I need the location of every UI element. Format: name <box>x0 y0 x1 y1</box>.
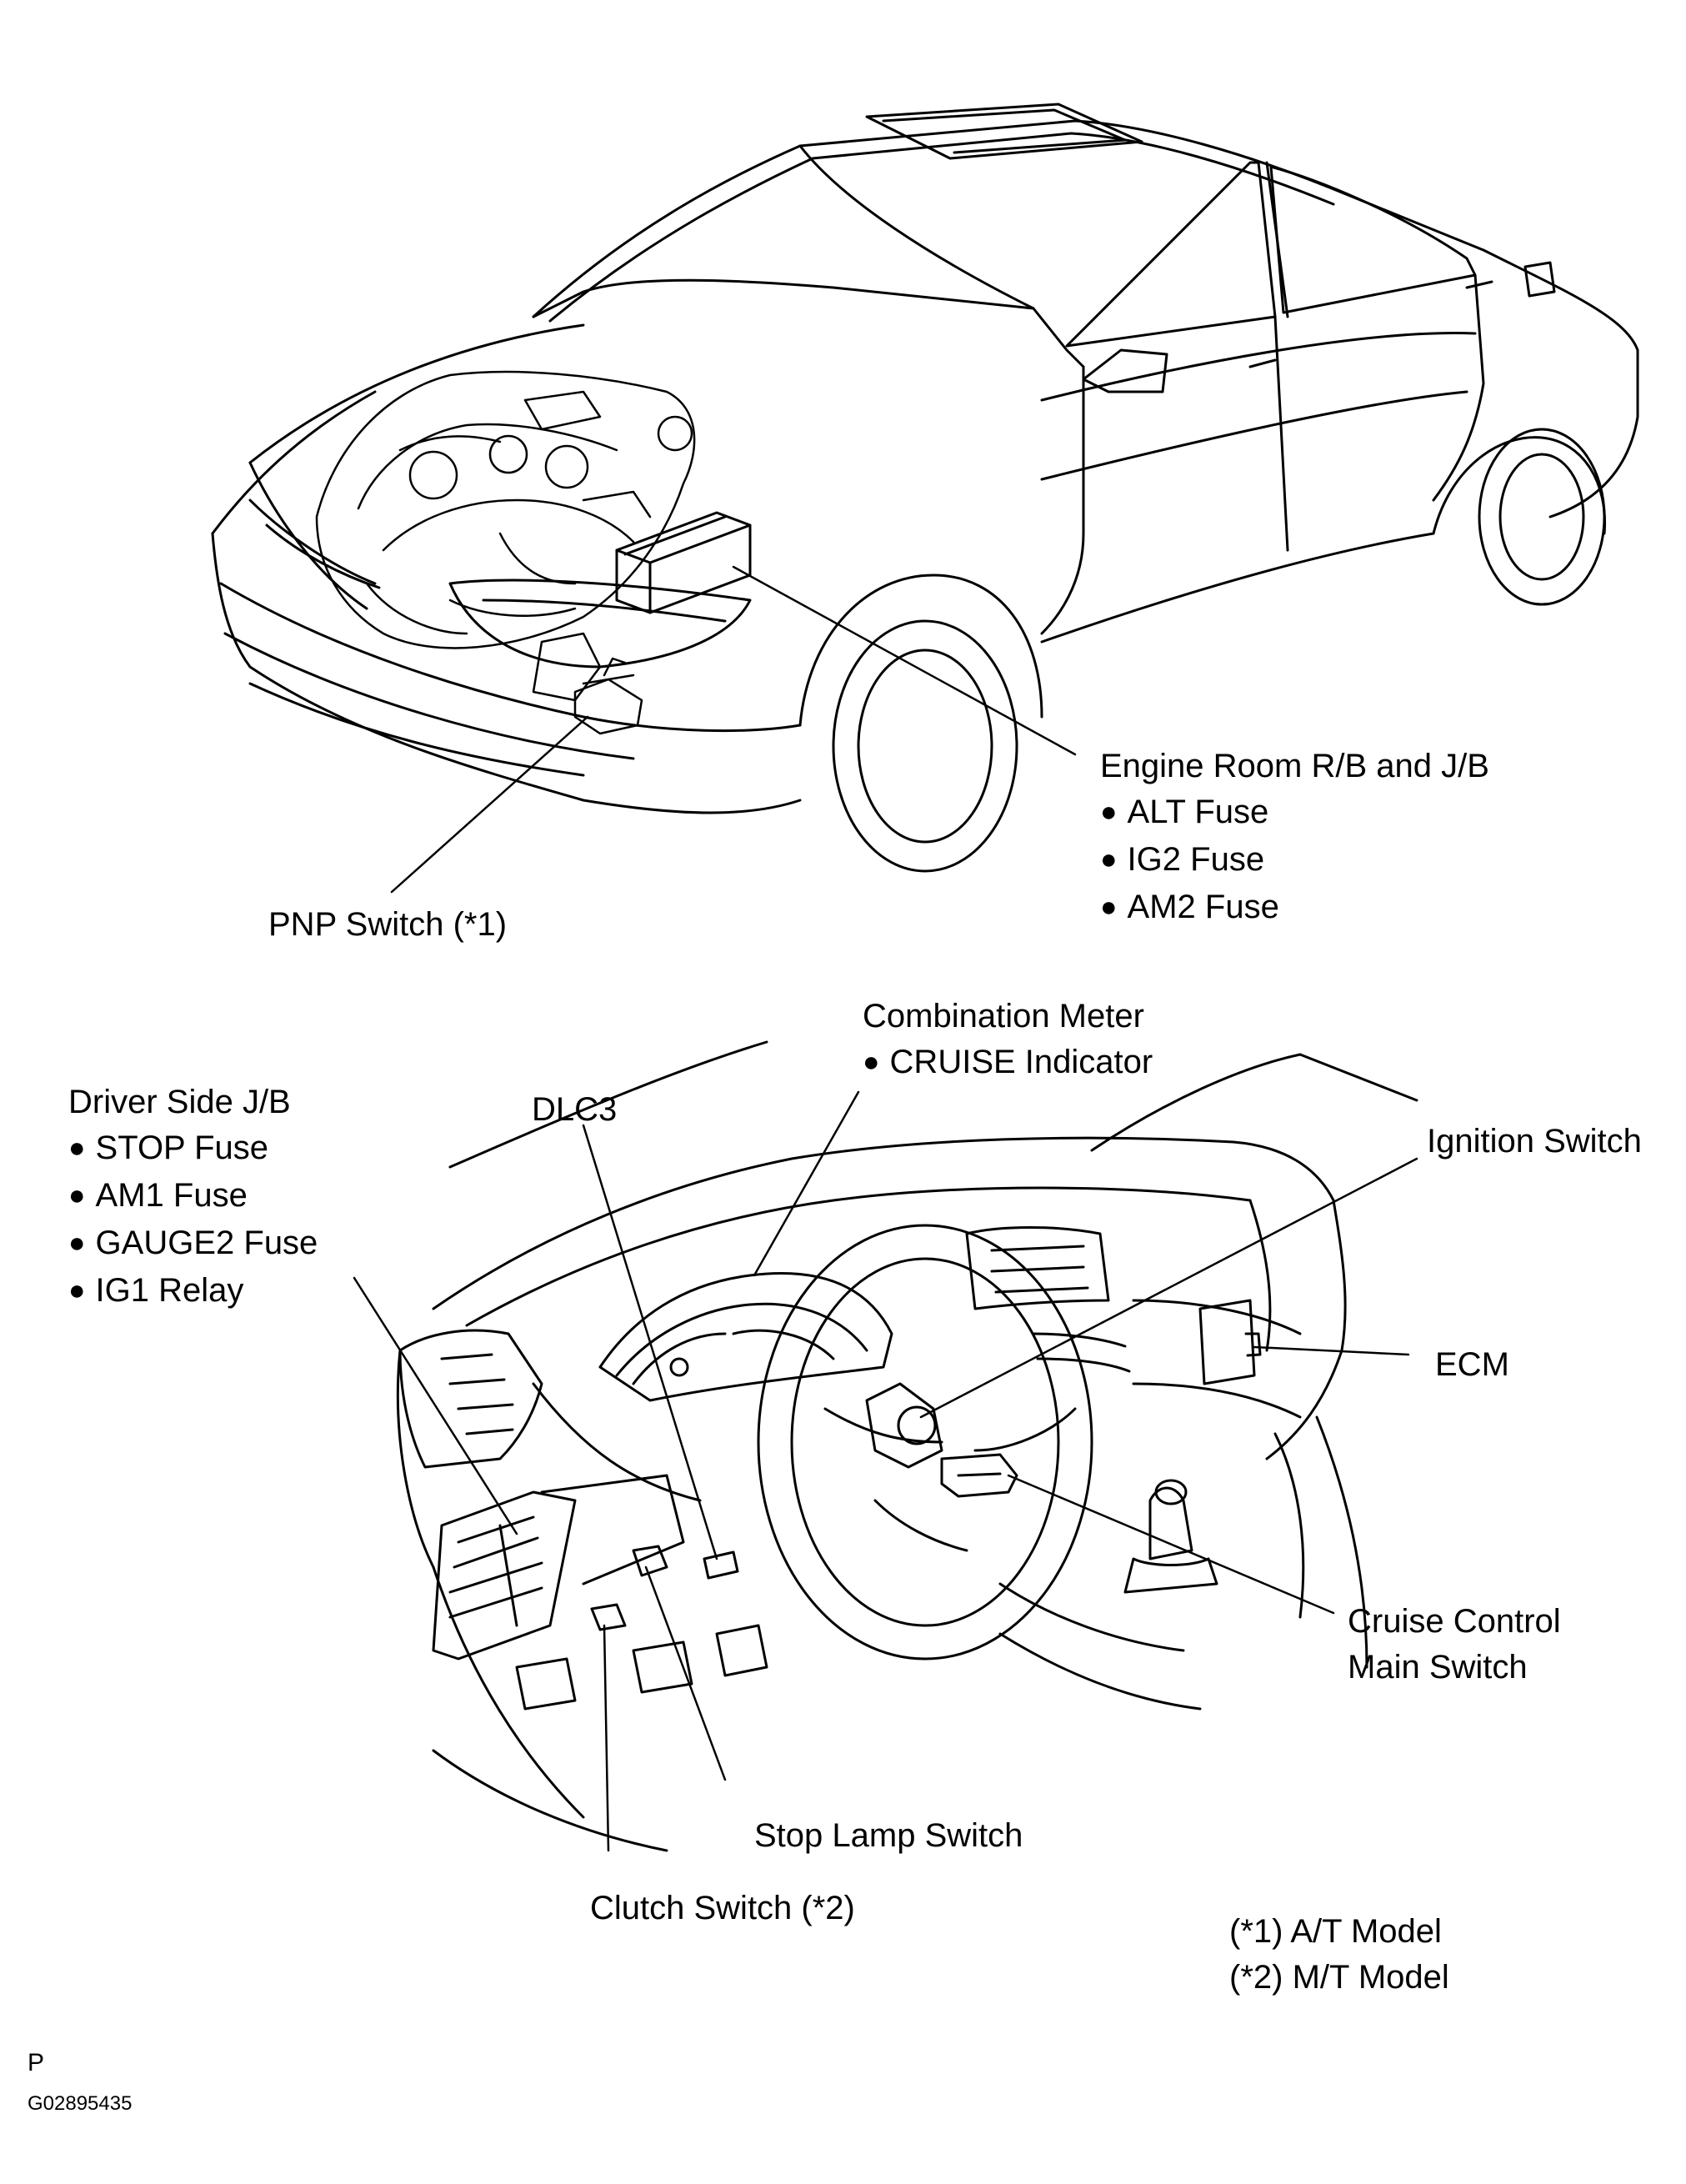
figure-code: G02895435 <box>28 2092 133 2115</box>
cruise-control-label: Cruise Control Main Switch <box>1348 1599 1561 1691</box>
cruise-control-line1: Cruise Control <box>1348 1603 1561 1640</box>
engine-room-item: ALT Fuse <box>1100 789 1489 837</box>
engine-room-item: IG2 Fuse <box>1100 837 1489 884</box>
combination-meter-item: CRUISE Indicator <box>863 1039 1153 1087</box>
car-body-outline <box>211 103 1639 873</box>
engine-room-label: Engine Room R/B and J/B ALT Fuse IG2 Fus… <box>1100 744 1489 932</box>
leader-lines-car <box>390 565 1077 894</box>
combination-meter-title: Combination Meter <box>863 998 1144 1034</box>
model-note: (*2) M/T Model <box>1229 1959 1449 1996</box>
leader-ignition-switch <box>919 1157 1418 1419</box>
model-note: (*1) A/T Model <box>1229 1913 1442 1950</box>
leader-clutch-switch <box>603 1624 610 1852</box>
driver-side-jb-label: Driver Side J/B STOP Fuse AM1 Fuse GAUGE… <box>68 1079 318 1315</box>
model-notes: (*1) A/T Model (*2) M/T Model <box>1229 1909 1449 2001</box>
cruise-control-line2: Main Switch <box>1348 1649 1528 1686</box>
dashboard-illustration <box>396 1040 1418 1852</box>
leader-cruise-control <box>1007 1474 1335 1615</box>
leader-ecm <box>1253 1345 1410 1356</box>
driver-side-jb-item: GAUGE2 Fuse <box>68 1220 318 1268</box>
pnp-switch-label: PNP Switch (*1) <box>268 906 508 943</box>
leader-engine-room <box>732 565 1077 756</box>
driver-side-jb-item: IG1 Relay <box>68 1268 318 1315</box>
driver-side-jb-item: STOP Fuse <box>68 1125 318 1173</box>
ecm-label: ECM <box>1435 1346 1509 1383</box>
leader-dlc3 <box>582 1124 718 1560</box>
leader-stop-lamp-switch <box>644 1565 727 1781</box>
leader-lines-interior <box>353 1090 1418 1852</box>
ignition-switch-label: Ignition Switch <box>1427 1123 1642 1160</box>
leader-pnp-switch <box>390 715 589 894</box>
engine-room-title: Engine Room R/B and J/B <box>1100 748 1489 784</box>
stop-lamp-switch-label: Stop Lamp Switch <box>754 1817 1023 1854</box>
leader-driver-side-jb <box>353 1276 518 1535</box>
driver-side-jb-title: Driver Side J/B <box>68 1084 291 1120</box>
combination-meter-label: Combination Meter CRUISE Indicator <box>863 994 1153 1087</box>
engine-room-item: AM2 Fuse <box>1100 884 1489 932</box>
driver-side-jb-item: AM1 Fuse <box>68 1173 318 1220</box>
page-marker: P <box>28 2049 45 2076</box>
engine <box>315 370 696 735</box>
dlc3-label: DLC3 <box>532 1091 618 1128</box>
leader-combination-meter <box>753 1090 860 1277</box>
clutch-switch-label: Clutch Switch (*2) <box>590 1890 855 1926</box>
